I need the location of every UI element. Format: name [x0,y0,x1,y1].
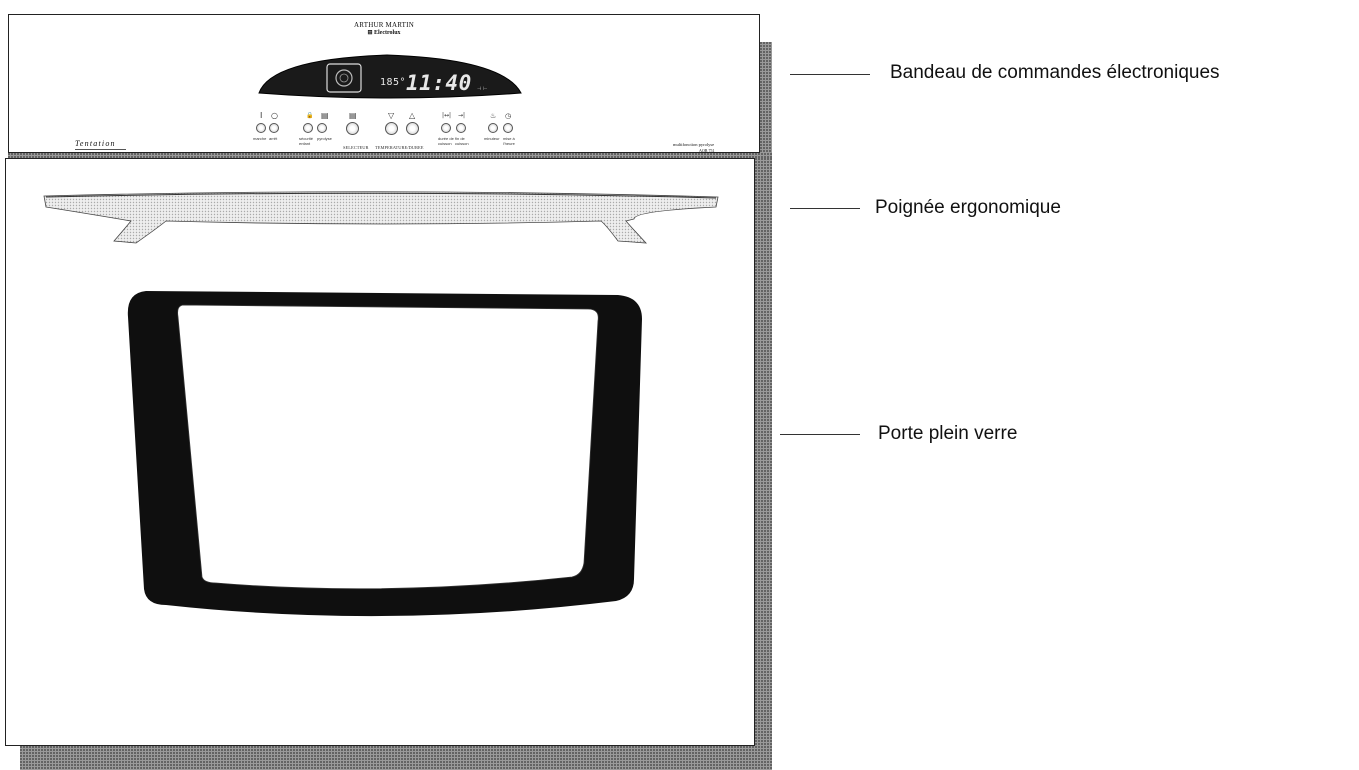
clock-set-label: mise à l'heure [503,136,515,146]
pyrolysis-icon: ▤ [321,111,329,120]
glass-window [127,291,643,617]
callout-line-panel [790,74,870,75]
callout-line-handle [790,208,860,209]
power-on-label: marche [253,136,267,141]
timer-button[interactable] [488,123,498,133]
selector-button[interactable] [346,122,359,135]
display-temperature: 185° [380,77,407,88]
callout-control-panel: Bandeau de commandes électroniques [890,62,1220,83]
temperature-label: TEMPERATURE/DUREE [375,145,424,150]
brand-sub: ⊞ Electrolux [367,30,401,36]
end-time-icon: →| [458,112,466,119]
end-time-button[interactable] [456,123,466,133]
display-window: ⊣ ⊢ [258,54,522,99]
end-time-label: fin de cuisson [455,136,469,146]
oven-door [5,158,755,746]
model-name: Tentation [75,139,126,150]
svg-text:⊣ ⊢: ⊣ ⊢ [477,86,487,92]
pyrolysis-button[interactable] [317,123,327,133]
callout-line-door [780,434,860,435]
control-panel: ARTHUR MARTIN ⊞ Electrolux ⊣ ⊢ 185° 11:4… [8,14,760,153]
power-on-button[interactable] [256,123,266,133]
panel-shadow [760,42,772,154]
child-lock-label: sécurité enfant [299,136,314,146]
callout-door: Porte plein verre [878,423,1018,444]
power-off-button[interactable] [269,123,279,133]
cook-duration-button[interactable] [441,123,451,133]
temperature-down-icon: ▽ [388,111,395,120]
child-lock-button[interactable] [303,123,313,133]
child-lock-icon: 🔒 [306,112,314,119]
temperature-down-button[interactable] [385,122,398,135]
temperature-up-button[interactable] [406,122,419,135]
cook-duration-label: durée de cuisson [438,136,454,146]
timer-label: minuteur [484,136,500,141]
brand-name: ARTHUR MARTIN [354,21,414,29]
door-bottom-shadow [20,746,772,770]
power-on-icon: I [260,111,263,120]
power-off-label: arrêt [269,136,278,141]
callout-handle: Poignée ergonomique [875,197,1061,218]
spec-line-2: AOB 751 [699,148,715,153]
door-handle [43,191,719,244]
clock-set-button[interactable] [503,123,513,133]
selector-icon: ▤ [349,111,357,120]
pyrolysis-label: pyrolyse [317,136,332,141]
panel-bottom-shadow [8,153,772,158]
timer-icon: ♨ [490,112,497,120]
cook-duration-icon: |↔| [442,112,452,119]
spec-line-1: multifonction pyrolyse [673,142,715,147]
display-clock: 11:40 [406,71,472,95]
clock-set-icon: ◷ [505,112,512,120]
power-off-icon: ○ [271,111,278,120]
temperature-up-icon: △ [409,111,416,120]
selector-label: SELECTEUR [343,145,369,150]
door-right-shadow [755,158,772,770]
